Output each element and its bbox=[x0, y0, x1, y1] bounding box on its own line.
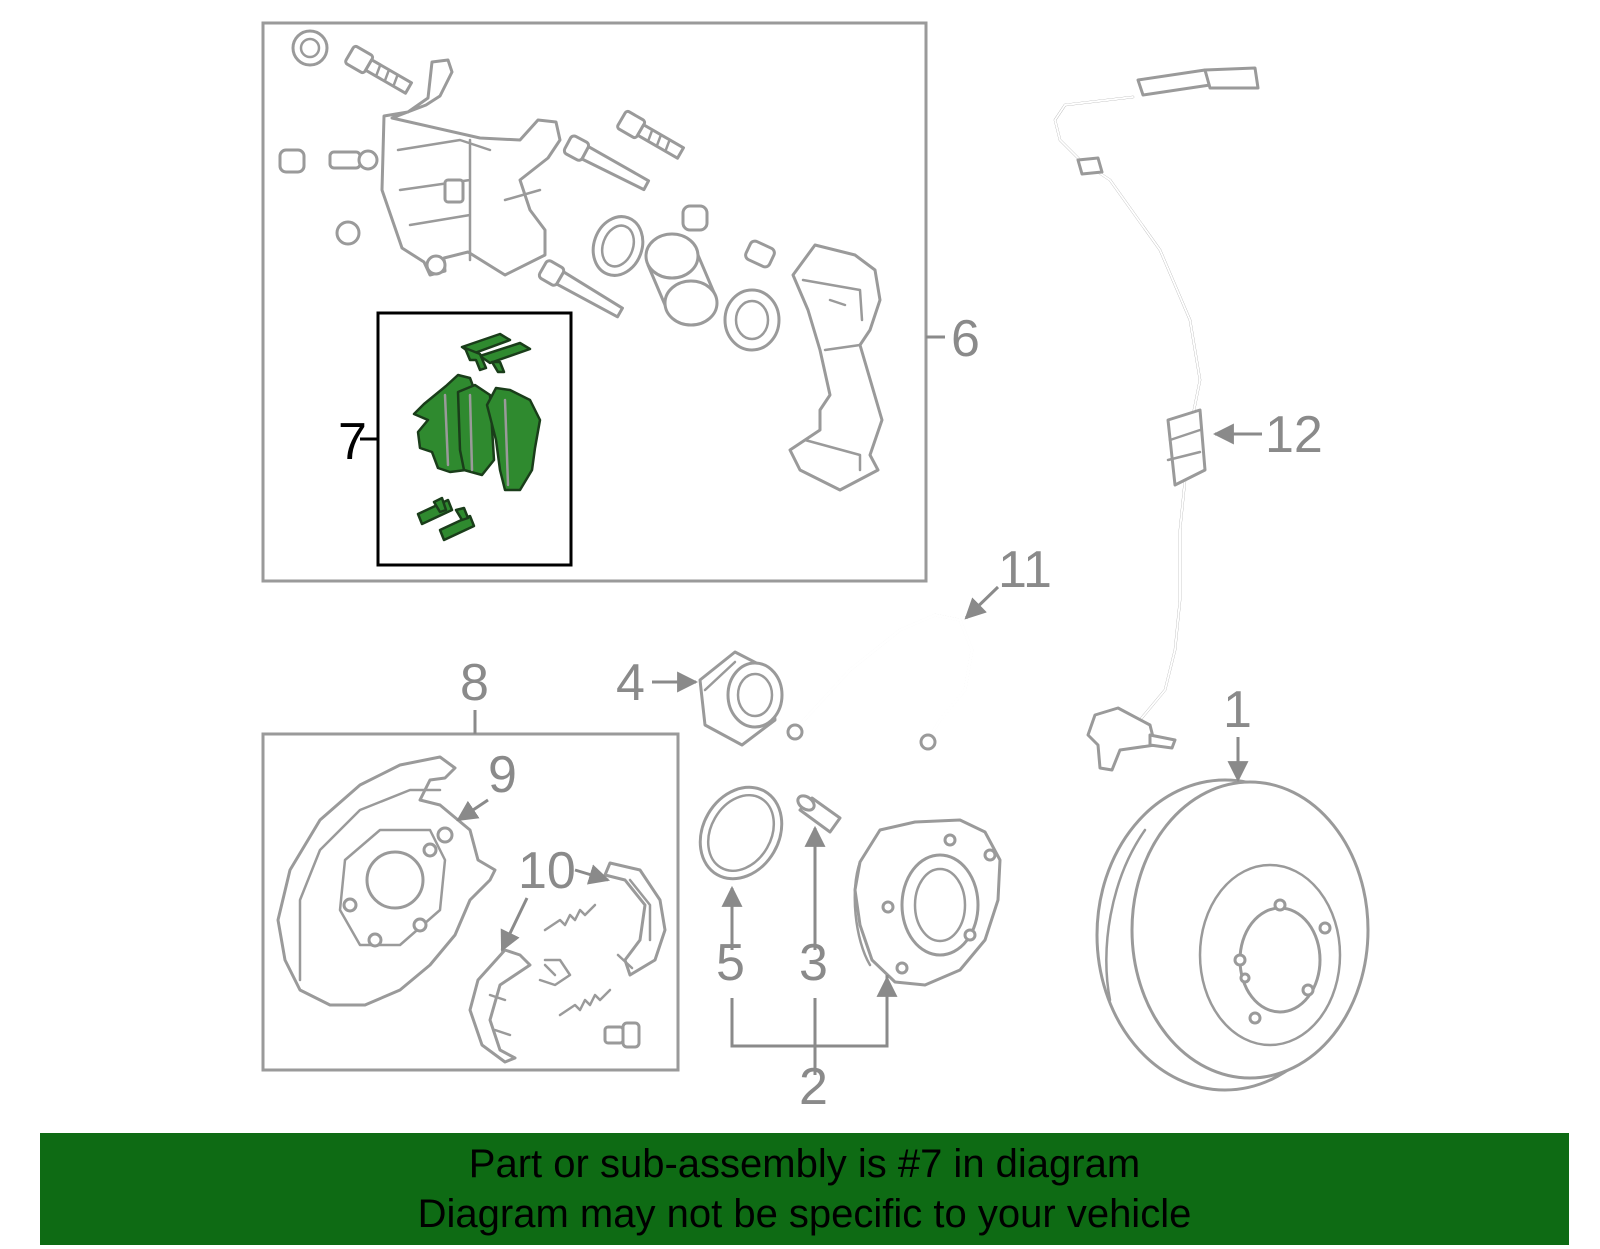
parking-brake-box bbox=[261, 732, 680, 1072]
callout-9: 9 bbox=[488, 746, 517, 804]
caliper-assembly-box bbox=[261, 21, 928, 583]
callout-5: 5 bbox=[716, 934, 745, 992]
callout-2: 2 bbox=[799, 1058, 828, 1116]
callout-8: 8 bbox=[460, 654, 489, 712]
wheel-bearing bbox=[698, 650, 784, 747]
callout-12: 12 bbox=[1265, 406, 1323, 464]
brake-rotor bbox=[1095, 778, 1370, 1092]
caliper-hardware bbox=[278, 29, 781, 352]
wheel-hub bbox=[853, 818, 1002, 987]
callout-1: 1 bbox=[1223, 681, 1252, 739]
brake-pad-kit bbox=[412, 332, 542, 542]
banner-line-2: Diagram may not be specific to your vehi… bbox=[417, 1192, 1192, 1236]
wheel-stud bbox=[796, 794, 842, 834]
callout-11: 11 bbox=[998, 541, 1052, 599]
callout-6: 6 bbox=[951, 310, 980, 368]
callout-3: 3 bbox=[799, 934, 828, 992]
callout-10: 10 bbox=[518, 842, 576, 900]
callout-7: 7 bbox=[338, 413, 367, 471]
caliper-housing bbox=[380, 58, 562, 277]
abs-sensor bbox=[1053, 66, 1260, 772]
callout-4: 4 bbox=[616, 654, 645, 712]
parking-brake-shoes bbox=[468, 861, 667, 1064]
oil-seal bbox=[698, 785, 784, 881]
brake-hose bbox=[786, 613, 974, 751]
backing-plate bbox=[276, 755, 497, 1007]
info-banner: Part or sub-assembly is #7 in diagram Di… bbox=[40, 1133, 1569, 1245]
caliper-bracket bbox=[788, 243, 884, 492]
banner-line-1: Part or sub-assembly is #7 in diagram bbox=[468, 1142, 1141, 1186]
